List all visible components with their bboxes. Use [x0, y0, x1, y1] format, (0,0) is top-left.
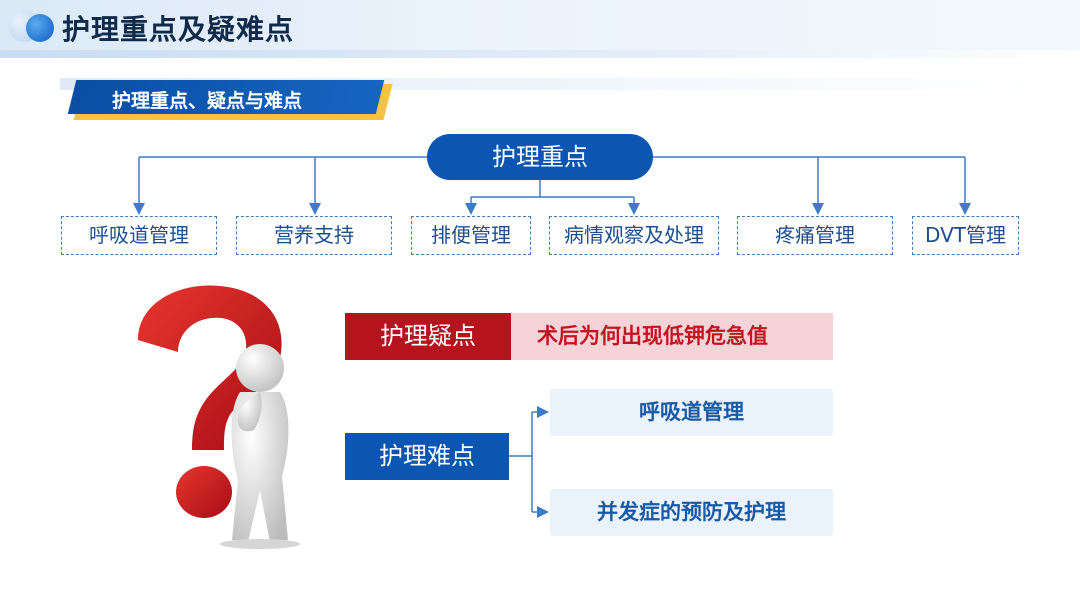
section-banner: 护理重点、疑点与难点	[67, 80, 393, 120]
logo-circles-icon	[8, 6, 58, 46]
header-bar	[0, 0, 1080, 50]
tree-root-node: 护理重点	[427, 134, 653, 180]
tree-child-respiratory: 呼吸道管理	[61, 216, 217, 255]
tree-child-observation: 病情观察及处理	[549, 216, 719, 255]
nursing-difficulty-tag: 护理难点	[345, 433, 509, 480]
thinking-person-question-mark-icon	[138, 285, 300, 549]
section-banner-label: 护理重点、疑点与难点	[112, 90, 303, 112]
tree-child-nutrition: 营养支持	[236, 216, 392, 255]
tree-child-bowel: 排便管理	[411, 216, 531, 255]
nursing-doubt-row: 护理疑点 术后为何出现低钾危急值	[345, 313, 833, 360]
nursing-doubt-tag: 护理疑点	[345, 313, 511, 360]
nursing-doubt-value: 术后为何出现低钾危急值	[511, 313, 833, 360]
page-title: 护理重点及疑难点	[62, 13, 295, 46]
header-divider	[0, 50, 1080, 58]
difficulty-item-complications: 并发症的预防及护理	[550, 489, 833, 536]
tree-child-dvt: DVT管理	[912, 216, 1019, 255]
tree-child-pain: 疼痛管理	[737, 216, 893, 255]
difficulty-item-respiratory: 呼吸道管理	[550, 389, 833, 436]
